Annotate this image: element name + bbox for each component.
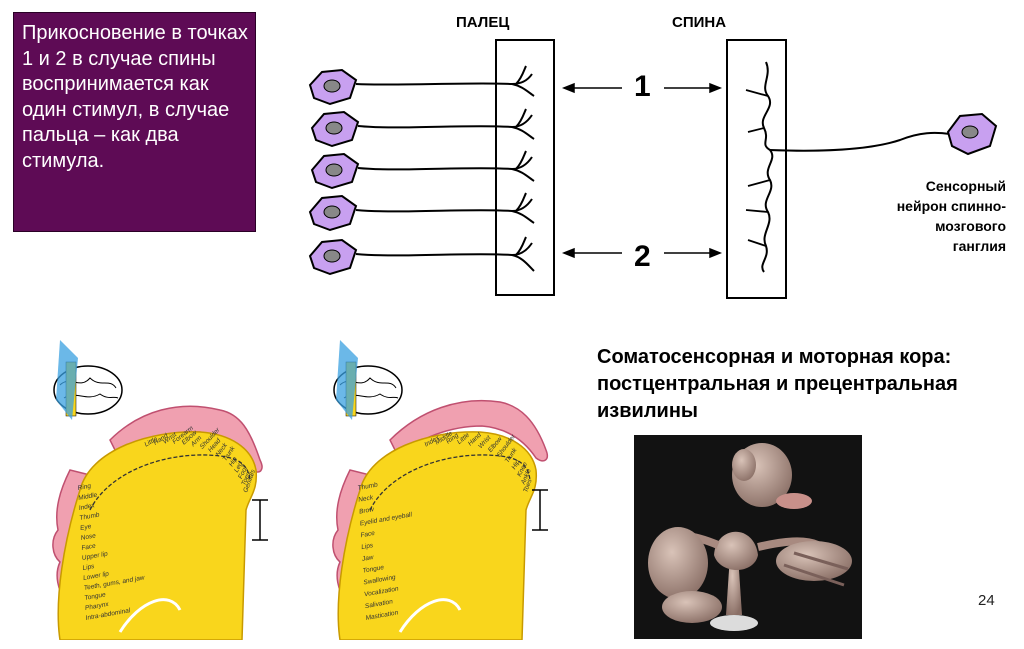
neuron-caption-line-2: нейрон спинно-: [846, 196, 1006, 216]
page-number: 24: [978, 592, 995, 609]
finger-label: ПАЛЕЦ: [456, 14, 509, 31]
neuron-caption-line-1: Сенсорный: [846, 176, 1006, 196]
back-box: [727, 40, 786, 298]
neuron-caption-line-4: ганглия: [846, 236, 1006, 256]
cortex-title: Соматосенсорная и моторная кора: постцен…: [597, 344, 977, 425]
finger-box: [496, 40, 554, 295]
homunculus-figure: [634, 435, 862, 639]
neuron-caption: Сенсорный нейрон спинно- мозгового гангл…: [846, 176, 1006, 256]
neuron-caption-line-3: мозгового: [846, 216, 1006, 236]
motor-cortex-map: ToesAnkleKneeHipTrunkShoulderElbowWristH…: [300, 340, 570, 640]
two-point-diagram: [0, 0, 1024, 330]
brain-icon: [334, 340, 402, 420]
point-2-label: 2: [634, 240, 651, 274]
back-label: СПИНА: [672, 14, 726, 31]
brain-icon: [54, 340, 122, 420]
point-1-label: 1: [634, 70, 651, 104]
sensory-cortex-map: GenitalsToesFootLegHipTrunkNeckHeadShoul…: [20, 340, 290, 640]
homunculus-photo: [634, 435, 862, 639]
